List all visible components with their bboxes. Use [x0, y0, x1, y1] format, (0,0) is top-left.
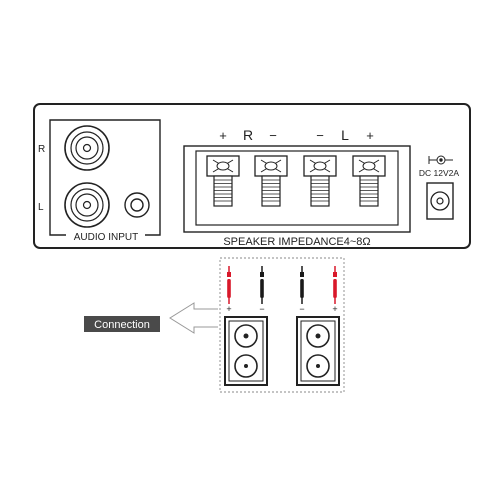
wire-r-negative: − — [259, 266, 265, 314]
input-label-left: L — [38, 202, 44, 213]
speaker-cabinet-right-channel — [224, 316, 268, 386]
speaker-cabinet-left-channel — [296, 316, 340, 386]
wire-l-negative: − — [299, 266, 305, 314]
svg-text:+: + — [226, 304, 231, 314]
connection-diagram: + − − + Connection — [84, 257, 345, 393]
input-label-right: R — [38, 144, 45, 155]
terminal-r-positive[interactable] — [206, 155, 240, 207]
aux-jack[interactable] — [124, 192, 150, 218]
dc-polarity-icon — [428, 155, 453, 165]
callout-arrow — [169, 302, 218, 334]
speaker-terminal-group: + R − − L + SPEAKER IMPEDANCE4~8Ω — [183, 127, 411, 248]
svg-text:−: − — [259, 304, 264, 314]
dc-power-label: DC 12V2A — [419, 168, 459, 178]
terminal-r-negative[interactable] — [254, 155, 288, 207]
impedance-label: SPEAKER IMPEDANCE4~8Ω — [223, 236, 370, 248]
audio-input-group: R L AUDIO INPUT — [38, 119, 161, 243]
connection-callout: Connection — [84, 302, 218, 334]
terminal-l-positive[interactable] — [352, 155, 386, 207]
polarity-mark-r-plus: + — [219, 128, 227, 143]
polarity-mark-r-minus: − — [269, 128, 277, 143]
rca-jack-right[interactable] — [64, 125, 110, 171]
svg-text:+: + — [332, 304, 337, 314]
svg-text:−: − — [299, 304, 304, 314]
callout-label-box — [84, 316, 160, 332]
audio-input-label: AUDIO INPUT — [74, 232, 138, 243]
wire-l-positive: + — [332, 266, 338, 314]
speaker-terminal-frame — [183, 145, 411, 233]
polarity-mark-r-label: R — [243, 127, 253, 143]
power-input-group: DC 12V2A — [419, 155, 459, 220]
amplifier-rear-panel — [33, 103, 471, 249]
terminal-l-negative[interactable] — [303, 155, 337, 207]
wire-r-positive: + — [226, 266, 232, 314]
connection-dashed-box — [219, 257, 345, 393]
polarity-mark-l-minus: − — [316, 128, 324, 143]
callout-label: Connection — [94, 319, 150, 331]
rca-jack-left[interactable] — [64, 182, 110, 228]
dc-power-jack[interactable] — [426, 182, 454, 220]
speaker-terminal-inner-frame — [195, 150, 399, 226]
polarity-mark-l-label: L — [341, 127, 349, 143]
audio-input-frame — [49, 119, 161, 236]
polarity-mark-l-plus: + — [366, 128, 374, 143]
